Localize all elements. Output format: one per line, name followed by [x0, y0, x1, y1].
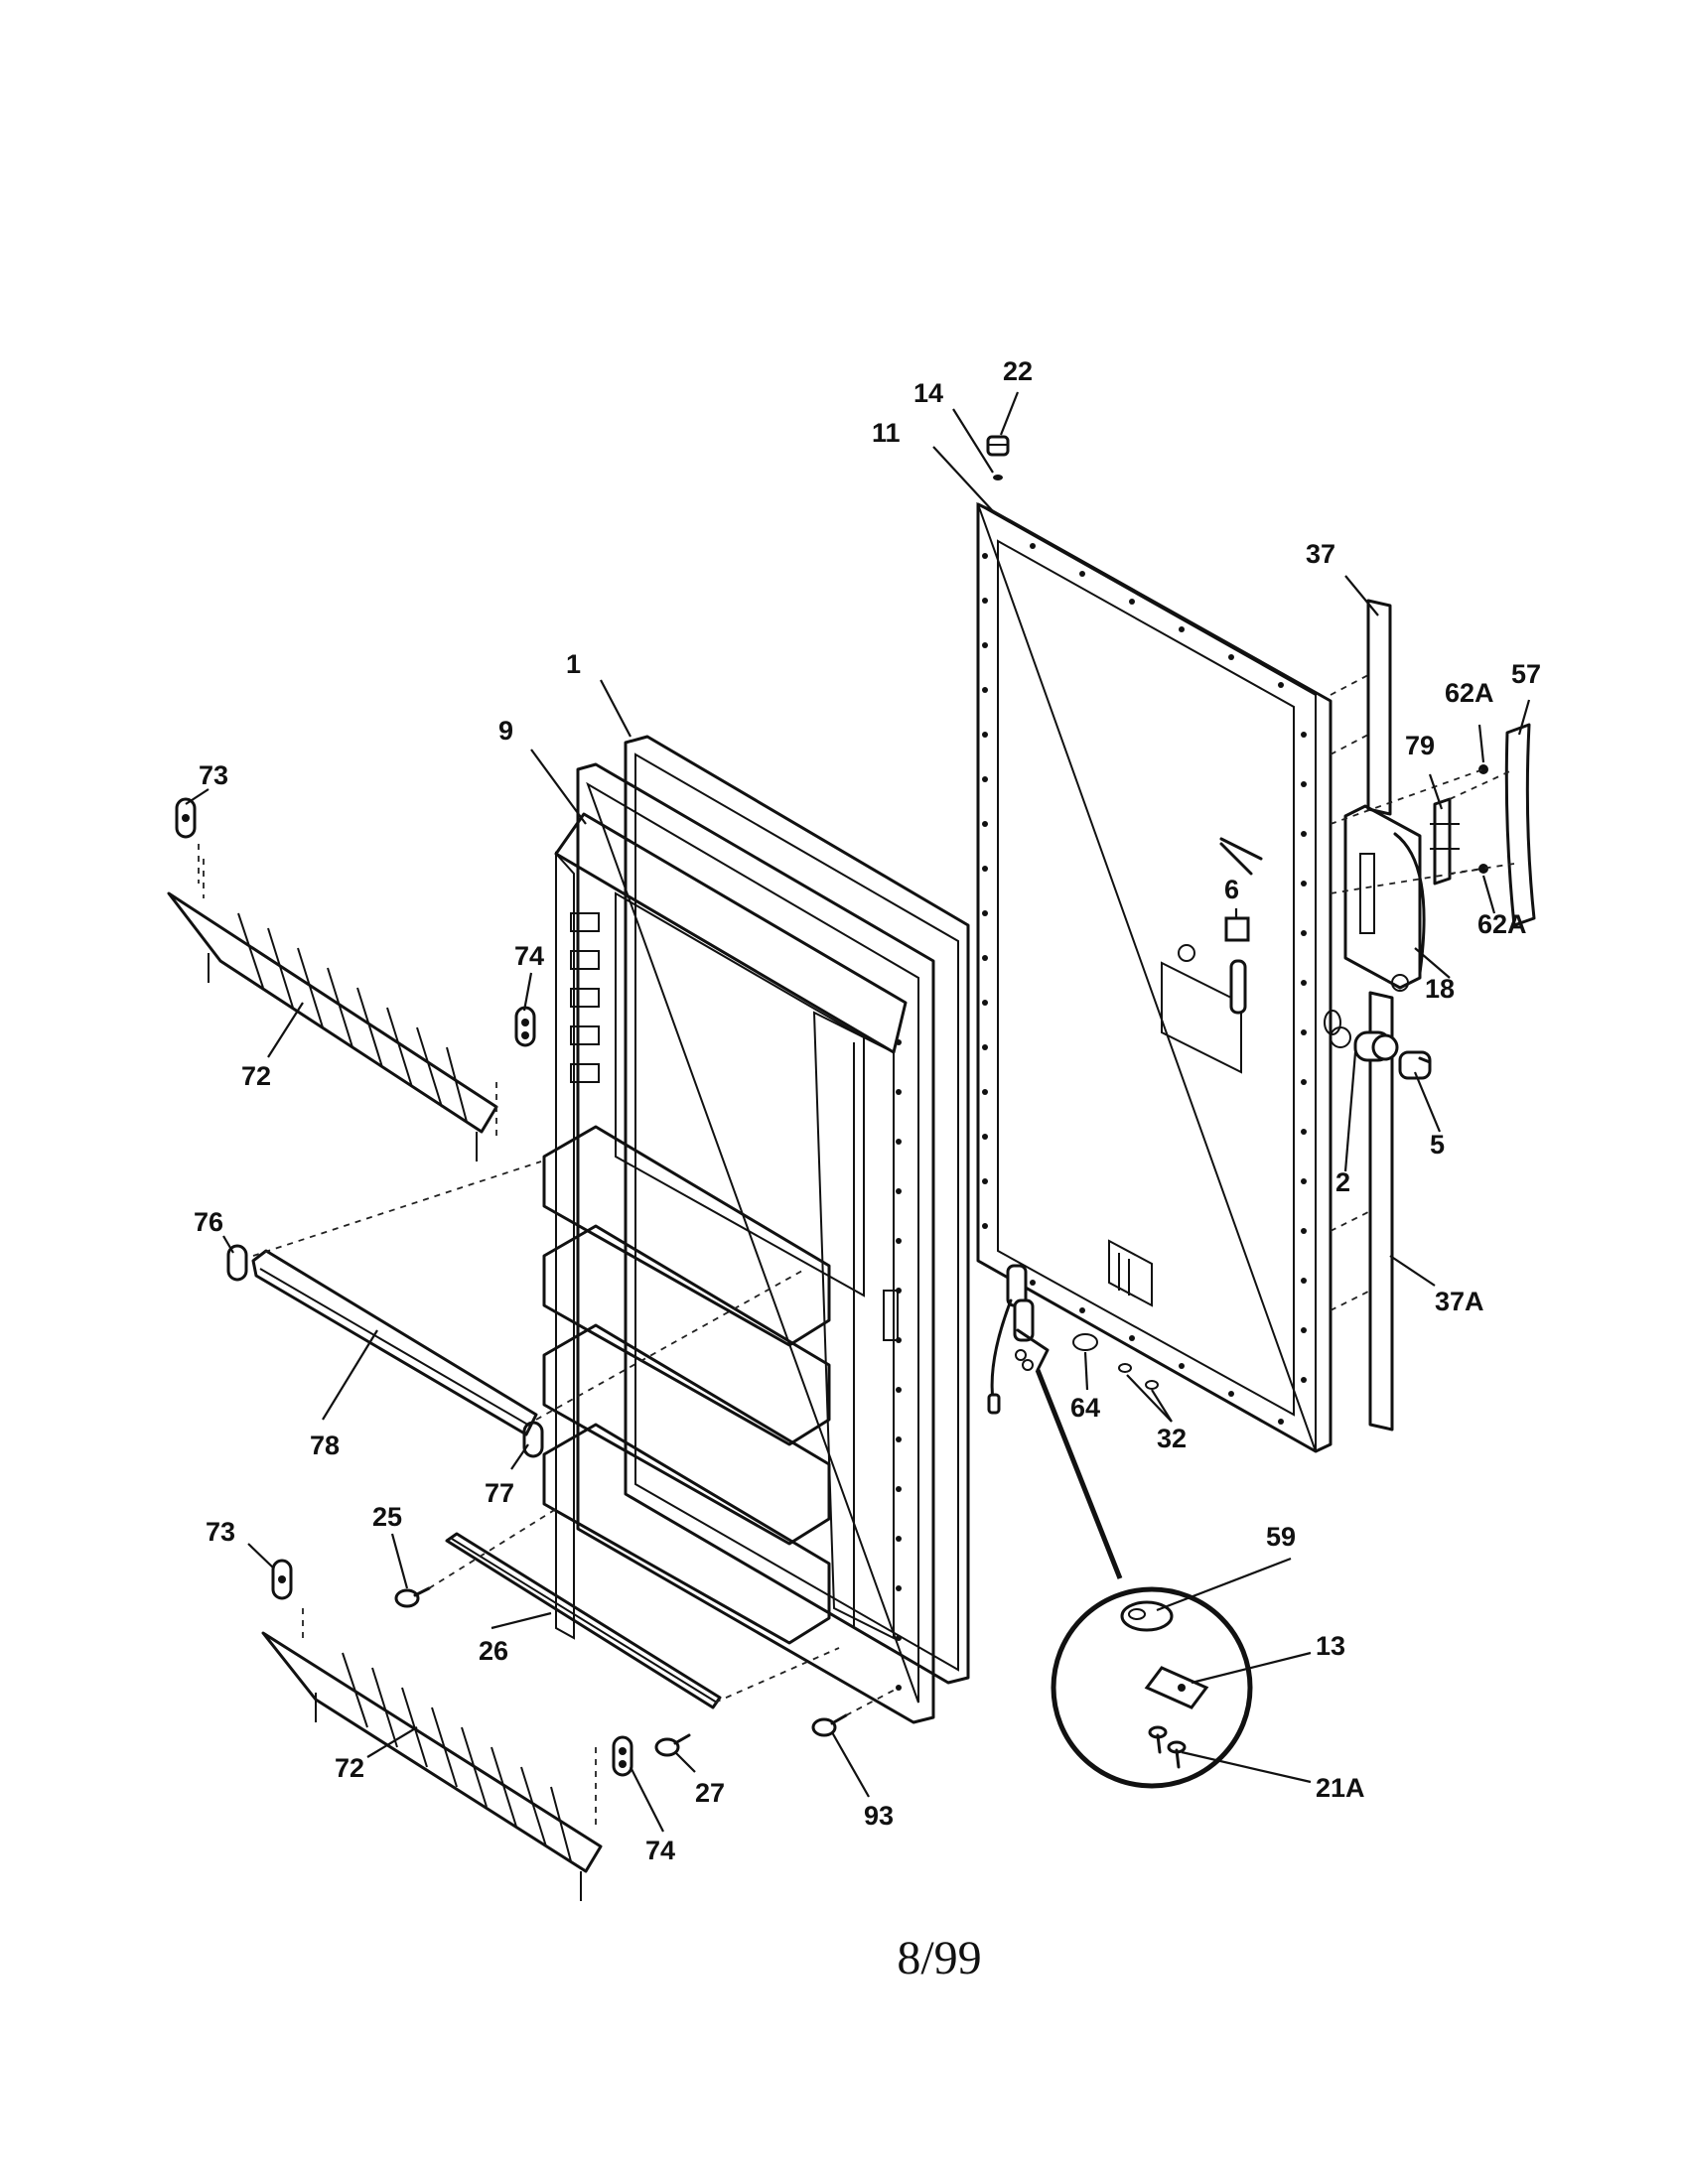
- callout-37A: 37A: [1435, 1287, 1484, 1316]
- callout-73-top: 73: [199, 760, 228, 790]
- trim-strip-37A: [1330, 991, 1394, 1432]
- callout-57: 57: [1511, 659, 1541, 689]
- callout-26: 26: [479, 1636, 508, 1666]
- callout-27: 27: [695, 1778, 725, 1808]
- bar-clip-76: [226, 1244, 248, 1282]
- hinge-plate-13: [1144, 1666, 1209, 1709]
- handle-screws-62A: [1478, 764, 1488, 874]
- handle-insert-57: [1504, 723, 1536, 927]
- hinge-screws-21A: [1148, 1725, 1187, 1769]
- handle-dashes: [1330, 768, 1515, 894]
- shelf-rack-bottom: [261, 1608, 603, 1901]
- callout-74-bottom: 74: [645, 1836, 675, 1865]
- rack-clip-73-bottom: [271, 1559, 293, 1600]
- callout-14: 14: [913, 378, 943, 408]
- callout-77: 77: [485, 1478, 514, 1508]
- screw-27: [654, 1733, 691, 1757]
- rack-clip-74-top: [514, 1006, 536, 1047]
- callout-76: 76: [194, 1207, 223, 1237]
- door-trim-26: [445, 1532, 722, 1709]
- screw-25: [394, 1586, 431, 1608]
- callout-25: 25: [372, 1502, 402, 1532]
- callout-labels: 1 9 11 14 22 37 57 62A 79 62A 18 6 5 2 3…: [194, 356, 1541, 1865]
- callout-32: 32: [1157, 1424, 1187, 1453]
- rack-clip-73-top: [175, 797, 197, 839]
- leader-lines: [185, 391, 1531, 1833]
- callout-2: 2: [1335, 1167, 1350, 1197]
- callout-59: 59: [1266, 1522, 1296, 1552]
- callout-1: 1: [566, 649, 581, 679]
- callout-13: 13: [1316, 1631, 1345, 1661]
- door-handle-18: [1343, 804, 1426, 992]
- callout-72-bottom: 72: [335, 1753, 364, 1783]
- lock-bracket-6: [1161, 837, 1263, 1074]
- trim-strip-37: [1330, 599, 1392, 816]
- door-gasket-frame: [624, 735, 970, 1685]
- inner-door-liner: [542, 762, 935, 1724]
- callout-5: 5: [1430, 1130, 1445, 1160]
- callout-74-top: 74: [514, 941, 544, 971]
- bottom-hinge-wire: [987, 1264, 1050, 1415]
- shelf-rack-top: [167, 859, 498, 1161]
- door-lock-2: [1324, 1010, 1399, 1062]
- assembly-lines: [198, 844, 900, 1716]
- callout-62A-top: 62A: [1445, 678, 1494, 708]
- spacers-32: [1118, 1363, 1159, 1390]
- date-code: 8/99: [897, 1932, 982, 1984]
- rack-clip-74-bottom: [612, 1735, 633, 1777]
- panel-holes: [982, 543, 1307, 1425]
- screw-93: [811, 1713, 848, 1737]
- callout-9: 9: [498, 716, 513, 746]
- callout-37: 37: [1306, 539, 1335, 569]
- callout-62A-bottom: 62A: [1477, 909, 1527, 939]
- callout-93: 93: [864, 1801, 894, 1831]
- callout-21A: 21A: [1316, 1773, 1365, 1803]
- hinge-bushing: [986, 435, 1010, 480]
- detail-callout: [1035, 1369, 1253, 1789]
- washer-64: [1072, 1333, 1098, 1351]
- callout-72-top: 72: [241, 1061, 271, 1091]
- handle-bracket-79: [1430, 797, 1460, 886]
- callout-64: 64: [1070, 1393, 1100, 1423]
- lock-key-5: [1398, 1050, 1432, 1080]
- callout-18: 18: [1425, 974, 1455, 1004]
- callout-6: 6: [1224, 875, 1239, 904]
- callout-11: 11: [872, 418, 901, 448]
- bar-clip-77: [522, 1421, 544, 1458]
- callout-22: 22: [1003, 356, 1033, 386]
- callout-79: 79: [1405, 731, 1435, 760]
- callout-78: 78: [310, 1431, 340, 1460]
- callout-73-bottom: 73: [206, 1517, 235, 1547]
- shelf-bar-78: [251, 1249, 538, 1436]
